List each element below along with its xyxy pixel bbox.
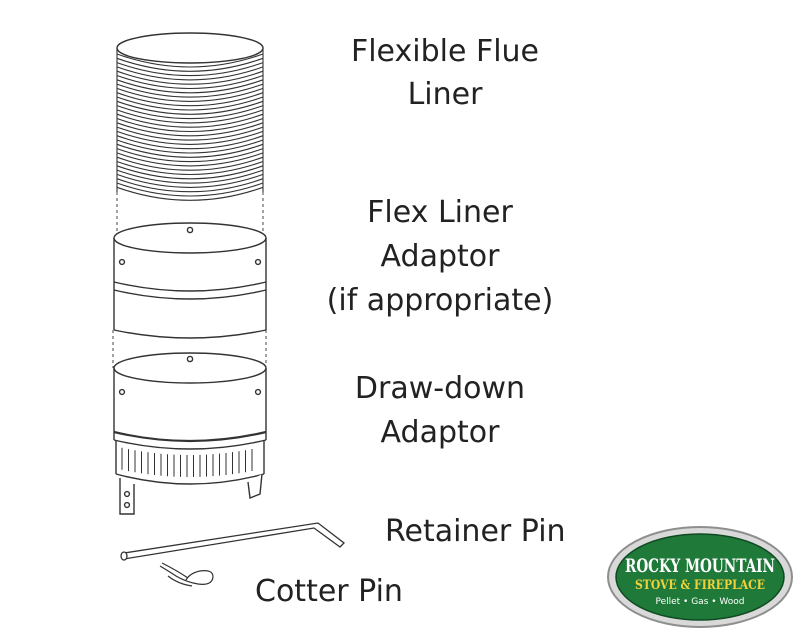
coil-ring	[116, 105, 264, 120]
coil-ring	[116, 62, 264, 77]
label-flex-liner-adaptor-line1: Flex Liner	[367, 195, 513, 230]
coil-ring	[116, 70, 264, 85]
label-flex-liner-adaptor-line2: Adaptor	[381, 239, 501, 274]
coil-ring	[116, 126, 264, 141]
coil-ring	[116, 169, 264, 184]
logo-line1: ROCKY MOUNTAIN	[625, 555, 775, 577]
coil-ring	[116, 122, 264, 137]
coil-ring	[116, 186, 264, 201]
coil-ring	[116, 83, 264, 98]
label-cotter-pin: Cotter Pin	[255, 574, 403, 609]
coil-ring	[116, 113, 264, 128]
coil-ring	[116, 148, 264, 163]
label-draw-down-adaptor-line1: Draw-down	[355, 371, 525, 406]
draw-down-adaptor	[113, 352, 267, 515]
label-flexible-flue-liner-line2: Liner	[408, 77, 484, 112]
logo-line3: Pellet • Gas • Wood	[655, 597, 744, 607]
coil-ring	[116, 139, 264, 154]
retainer-pin	[120, 522, 345, 561]
rocky-mountain-logo: ROCKY MOUNTAIN STOVE & FIREPLACE Pellet …	[607, 526, 793, 628]
label-retainer-pin: Retainer Pin	[385, 514, 566, 549]
coil-ring	[116, 53, 264, 68]
coil-ring	[116, 96, 264, 111]
coil-ring	[116, 57, 264, 72]
coil-ring	[116, 87, 264, 102]
logo-line2: STOVE & FIREPLACE	[635, 578, 765, 593]
coil-ring	[116, 117, 264, 132]
assembly-guide-lines	[112, 192, 267, 368]
cotter-pin	[159, 562, 214, 587]
coil-ring	[116, 178, 264, 193]
coil-ring	[116, 182, 264, 197]
coil-ring	[116, 130, 264, 145]
coil-ring	[116, 92, 264, 107]
label-flexible-flue-liner-line1: Flexible Flue	[351, 34, 539, 69]
coil-ring	[116, 74, 264, 89]
coil-ring	[116, 152, 264, 167]
coil-ring	[116, 143, 264, 158]
label-flex-liner-adaptor-line3: (if appropriate)	[327, 283, 554, 318]
flex-liner-adaptor	[113, 222, 267, 339]
coil-ring	[116, 66, 264, 81]
flexible-flue-liner	[116, 32, 264, 201]
label-draw-down-adaptor-line2: Adaptor	[381, 415, 501, 450]
coil-ring	[116, 173, 264, 188]
coil-ring	[116, 160, 264, 175]
coil-ring	[116, 109, 264, 124]
coil-ring	[116, 165, 264, 180]
coil-ring	[116, 100, 264, 115]
coil-ring	[116, 156, 264, 171]
coil-ring	[116, 79, 264, 94]
coil-ring	[116, 135, 264, 150]
